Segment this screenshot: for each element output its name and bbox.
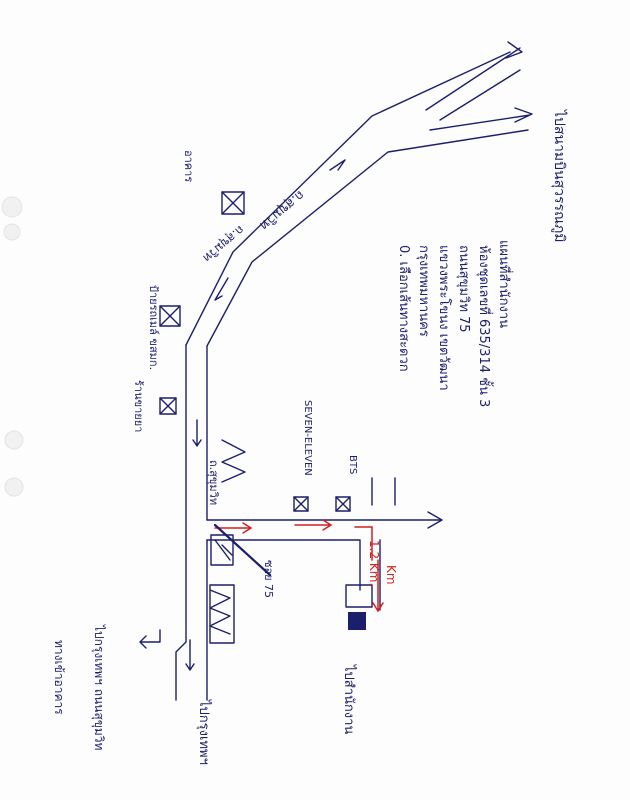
building-marker [221, 439, 246, 483]
label-to-city: ไปกรุงเทพฯ [196, 699, 212, 765]
label-corner-note: ทางเข้าอาคาร [52, 640, 66, 715]
route-segment [214, 522, 253, 534]
label-side-note: ไปกรุงเทพฯ ถนนสุขุมวิท [91, 624, 106, 751]
main-road-edge-left [185, 51, 511, 346]
binder-hole [3, 223, 21, 241]
label-km: Km [384, 565, 398, 585]
landmark-box [159, 397, 177, 415]
landmark-box [221, 191, 245, 215]
city-arrow [139, 629, 161, 649]
road-arrow-lines [425, 47, 521, 121]
label-distance: 1.2 Km. [367, 540, 381, 586]
vertical-road-left [175, 344, 187, 701]
arrow-head-right [427, 511, 443, 529]
label-pharmacy: ร้านขายยา [132, 380, 145, 432]
binder-hole [1, 196, 23, 218]
label-main-road: ถ.สุขุมวิท [257, 187, 307, 233]
direction-arrow [214, 277, 229, 301]
label-main-road-2: ถ.สุขุมวิท [200, 222, 247, 265]
arrow-head [505, 41, 523, 59]
address-note: แผนที่สำนักงาน ห้องชุดเลขที่ 635/314 ชั้… [396, 240, 513, 407]
label-to-office: ไปสำนักงาน [341, 664, 357, 734]
landmark-box [159, 305, 181, 327]
route-segment [354, 526, 373, 561]
direction-arrow [329, 159, 346, 171]
label-bus-stop: ป้ายรถเมล์ ขสมก. [147, 285, 160, 370]
label-soi-75: ซอย 75 [262, 560, 275, 598]
note-line4: แขวงพระโขนง เขตวัฒนา [436, 245, 452, 391]
binder-hole [4, 477, 24, 497]
direction-arrow [185, 639, 195, 671]
note-address: ห้องชุดเลขที่ 635/314 ชั้น 3 [476, 245, 494, 407]
label-bts: BTS [347, 455, 358, 474]
landmark-box [293, 496, 309, 512]
note-line3: ถนนสุขุมวิท 75 [456, 245, 471, 333]
office-marker [348, 612, 366, 630]
cross-street [371, 477, 396, 506]
main-road-edge-right [206, 129, 529, 347]
label-soi-road: ถ.สุขุมวิท [207, 460, 220, 505]
label-building: อาคาร [182, 150, 195, 182]
building-outline [209, 584, 235, 644]
route-segment [372, 559, 384, 613]
note-title: แผนที่สำนักงาน [496, 240, 513, 328]
building-marker [209, 589, 231, 635]
binder-hole [4, 430, 24, 450]
soi-edge-bottom [206, 539, 361, 591]
route-segment [294, 519, 333, 531]
note-line5: กรุงเทพมหานคร [416, 245, 431, 337]
landmark-box [335, 496, 351, 512]
direction-arrow [192, 419, 202, 447]
note-line6: 0. เลือกเส้นทางสะดวก [396, 245, 412, 372]
label-seven-eleven: SEVEN-ELEVEN [302, 400, 313, 476]
label-to-airport: ไปสนามบินสุวรรณภูมิ [551, 109, 568, 242]
pointer-line [213, 523, 272, 577]
road-arrow-lower [429, 107, 533, 131]
office-outline [345, 584, 373, 608]
landmark-box [210, 534, 234, 566]
